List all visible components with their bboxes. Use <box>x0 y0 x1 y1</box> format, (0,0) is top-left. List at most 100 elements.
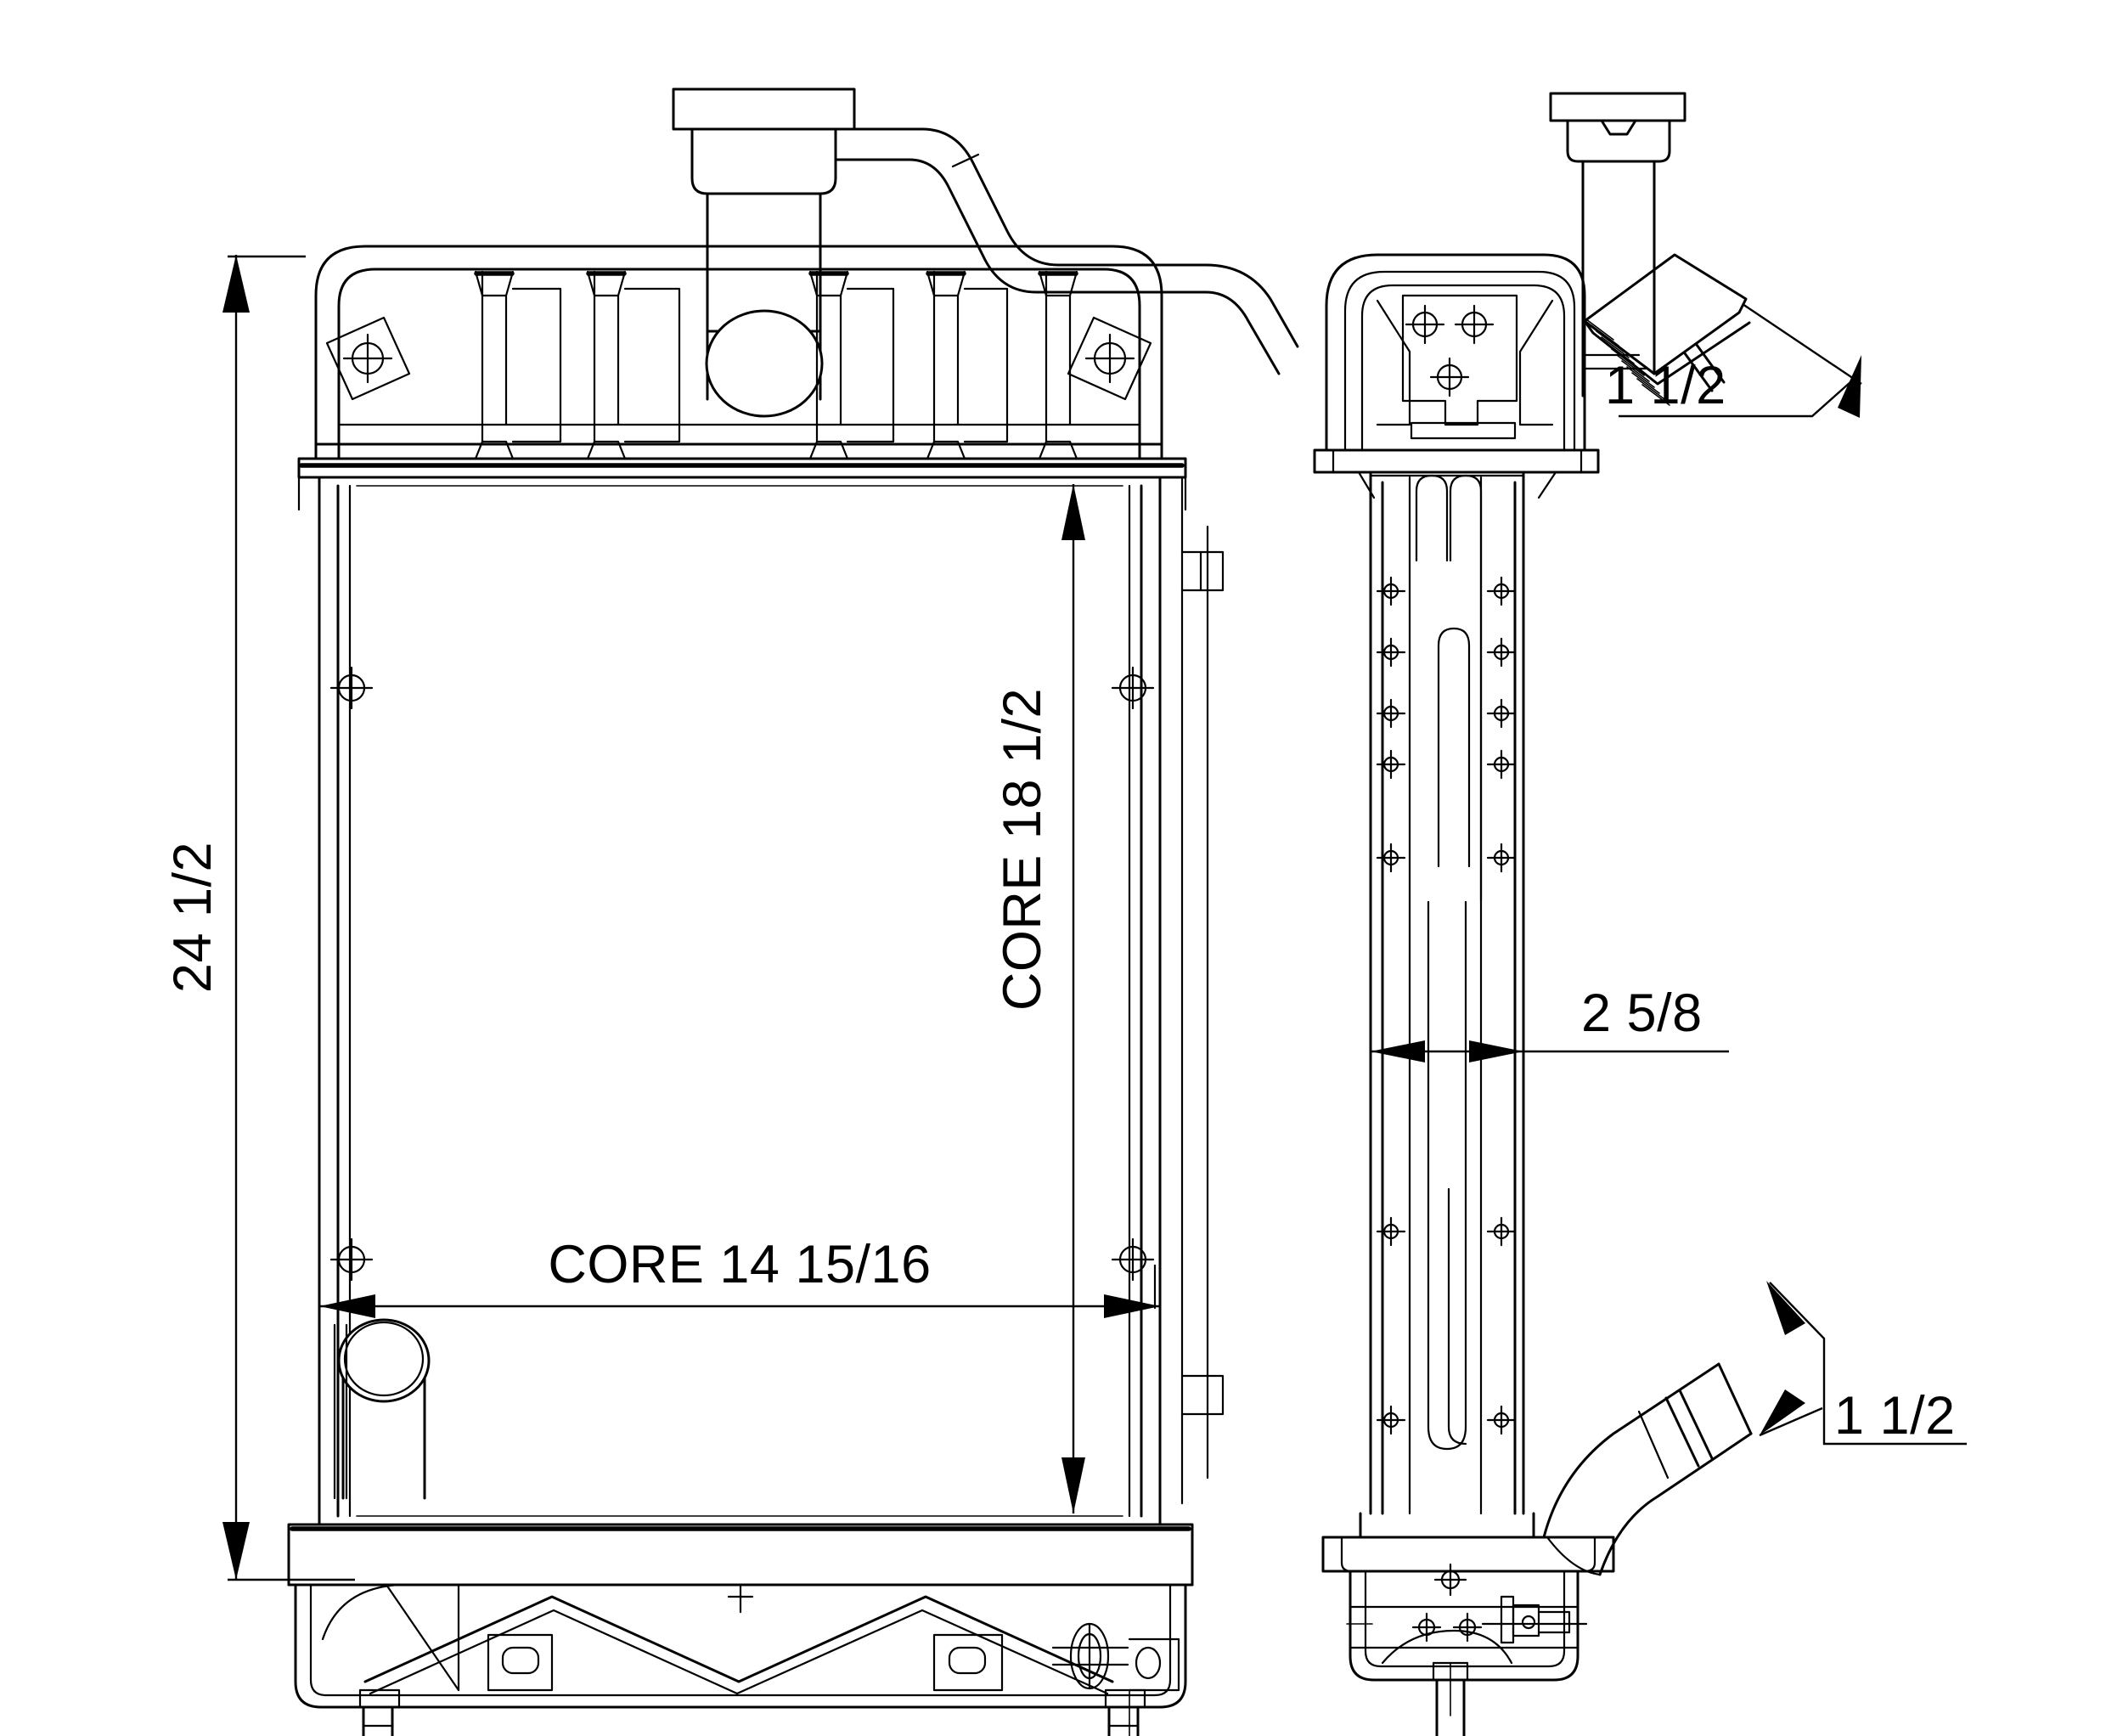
lower-tank-slot-left <box>501 1646 540 1675</box>
side-tank-mid <box>1343 270 1576 452</box>
side-core-body <box>1369 471 1525 1515</box>
outlet-tube-ticks <box>333 1323 348 1500</box>
lower-tank-slot-left-frame <box>487 1633 554 1692</box>
right-rail-bracket-bottom <box>1180 1374 1225 1416</box>
tank-rib-1 <box>481 270 508 443</box>
outlet-hose-base-fillet <box>1546 1536 1602 1576</box>
overall-height-label: 24 1/2 <box>163 842 222 993</box>
side-core-slot-2 <box>1449 474 1483 902</box>
core-depth-label: 2 5/8 <box>1581 984 1703 1043</box>
inlet-hose-rib-1 <box>1683 352 1714 392</box>
front-view <box>287 87 1299 1736</box>
radiator-cap-top <box>672 87 856 131</box>
side-tank-hole-upper-right <box>1454 304 1495 345</box>
fastener-mark <box>1486 698 1517 729</box>
tank-rib-3-bot <box>808 440 849 460</box>
fastener-mark <box>1486 843 1517 873</box>
petcock-hole <box>1521 1615 1536 1630</box>
upper-tank-ribs <box>474 270 1078 460</box>
fastener-mark <box>1376 1216 1406 1247</box>
fastener-mark <box>1376 576 1406 606</box>
lower-tank-v-channel-inner <box>369 1609 1109 1695</box>
side-tank-face-footer <box>1410 421 1517 440</box>
tank-corner-bracket-right <box>1067 316 1152 401</box>
header-plate-sides <box>297 476 1187 511</box>
side-tank-hole-center <box>1429 357 1470 397</box>
tank-rib-2-bot <box>586 440 627 460</box>
overflow-tube-tick <box>951 153 980 168</box>
drain-petcock <box>1051 1622 1180 1692</box>
outlet-opening-inner <box>343 1321 425 1397</box>
side-lower-hole-3 <box>1452 1612 1483 1643</box>
front-lower-outlet <box>333 1318 431 1500</box>
side-tank-inner <box>1360 284 1566 452</box>
tank-bracket-hole-left <box>342 333 393 384</box>
outlet-hose-rib-1 <box>1664 1396 1700 1468</box>
inlet-hose-rib-2 <box>1695 343 1726 384</box>
lower-tank-v-channel-outer <box>363 1595 1114 1683</box>
radiator-cap-body <box>690 127 837 195</box>
core-height-arrow-top <box>1061 484 1085 540</box>
inlet-hose-body <box>1583 253 1748 375</box>
side-lower-tank <box>1321 1512 1615 1736</box>
dimension-outlet-hose: 1 1/2 <box>1759 1281 1967 1446</box>
inlet-hose-arrow <box>1838 355 1861 418</box>
pin-right-collar <box>1104 1688 1146 1709</box>
tank-rib-5-top <box>1038 270 1078 297</box>
front-filler-neck-assembly <box>672 87 856 418</box>
overall-height-arrow-top <box>222 255 250 313</box>
outlet-hose-arrow-bottom <box>1760 1389 1805 1435</box>
side-tank-outer <box>1325 253 1586 452</box>
side-cap-top <box>1549 92 1686 122</box>
lower-mount-pin-left <box>358 1688 401 1736</box>
core-width-arrow-left <box>319 1294 375 1318</box>
fastener-mark <box>1376 749 1406 780</box>
lower-tank-shell-inner <box>309 1583 1172 1697</box>
inlet-hose-label: 1 1/2 <box>1605 356 1726 415</box>
side-pin-collar <box>1432 1661 1469 1682</box>
side-cap-body <box>1566 119 1671 163</box>
pin-left-shaft <box>362 1705 394 1736</box>
tank-rib-4-bot <box>926 440 966 460</box>
tank-panel-2 <box>623 287 681 443</box>
core-depth-arrow-left <box>1371 1040 1425 1062</box>
tank-rib-1-top <box>474 270 515 297</box>
side-lower-tank-shell-inner <box>1364 1570 1566 1668</box>
side-lower-step <box>1359 1512 1535 1539</box>
lower-tank-slot-right <box>948 1646 987 1675</box>
side-mount-pin <box>1432 1661 1469 1736</box>
side-tank-base-flange <box>1313 448 1600 474</box>
core-tab-hole-right-upper <box>1111 666 1155 710</box>
side-tank-hole-upper-left <box>1405 304 1445 345</box>
core-depth-arrow-right <box>1469 1040 1523 1062</box>
side-core-fasteners-right <box>1486 576 1517 1435</box>
core-width-arrow-right <box>1104 1294 1160 1318</box>
side-core-slot-5 <box>1447 1187 1467 1446</box>
side-view <box>1313 92 1753 1736</box>
side-outlet-hose <box>1542 1362 1753 1576</box>
lower-tank-shell <box>294 1583 1187 1709</box>
tank-corner-bracket-left <box>325 316 411 401</box>
core-side-mount-tabs <box>329 476 1225 1505</box>
upper-header-plate <box>297 457 1187 511</box>
tank-panel-4 <box>963 287 1009 443</box>
tank-rib-3 <box>815 270 842 443</box>
outlet-opening-outer <box>337 1318 431 1403</box>
inlet-hose-clamp-hatch <box>1585 318 1670 406</box>
fastener-mark <box>1486 1405 1517 1435</box>
side-core-fasteners-left <box>1376 576 1406 1435</box>
outlet-hose-arrow-top <box>1766 1281 1805 1335</box>
fastener-mark <box>1376 843 1406 873</box>
side-lower-hole-2 <box>1411 1612 1442 1643</box>
side-filler-neck-assembly <box>1549 92 1686 397</box>
lower-tank-slot-right-frame <box>932 1633 1004 1692</box>
side-tank-flange-ticks <box>1332 448 1583 474</box>
dimension-core-width: CORE 14 15/16 <box>318 1235 1162 1325</box>
dimension-inlet-hose: 1 1/2 <box>1605 303 1862 418</box>
tank-bracket-hole-right <box>1084 333 1135 384</box>
outlet-hose-lower-edge <box>1598 1432 1753 1576</box>
core-tab-hole-right-lower <box>1111 1237 1155 1282</box>
filler-neck-opening <box>705 309 824 418</box>
fastener-mark <box>1376 698 1406 729</box>
